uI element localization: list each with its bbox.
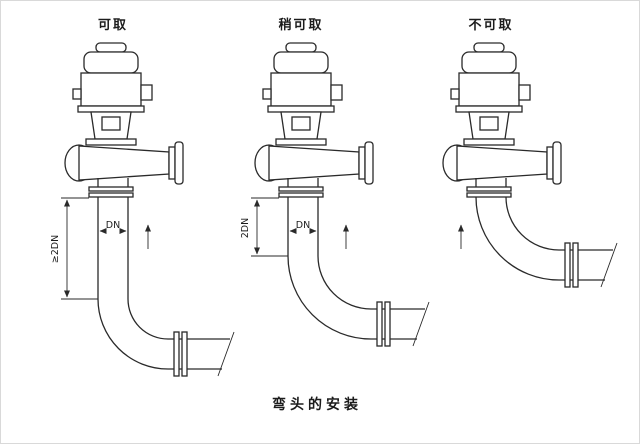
pipe-break-line [600, 242, 618, 288]
dimension-label-2dn: 2DN [240, 218, 251, 238]
pipe-flange [376, 301, 383, 347]
elbow [97, 298, 169, 370]
panel-title-somewhat-acceptable: 稍可取 [278, 17, 323, 33]
panel-title-not-acceptable: 不可取 [468, 18, 513, 33]
panel-not-acceptable: 不可取 [442, 18, 618, 288]
figure-caption: 弯头的安装 [272, 396, 362, 413]
panel-somewhat-acceptable: 稍可取 2DN DN [240, 17, 430, 347]
elbow [287, 255, 372, 340]
dimension-label-ge2dn: ≥2DN [50, 235, 61, 263]
panel-title-acceptable: 可取 [98, 18, 128, 33]
panel-acceptable: 可取 ≥2DN DN [50, 18, 235, 377]
pipe-flange [564, 242, 571, 288]
pipe-flange [173, 331, 180, 377]
pump-unit [442, 42, 562, 198]
pump-unit [254, 42, 374, 198]
dimension-label-dn: DN [106, 220, 120, 231]
pipe-break-line [217, 331, 235, 377]
pump-unit [64, 42, 184, 198]
elbow [475, 196, 560, 281]
dimension-label-dn: DN [296, 220, 310, 231]
pipe-break-line [412, 301, 430, 347]
